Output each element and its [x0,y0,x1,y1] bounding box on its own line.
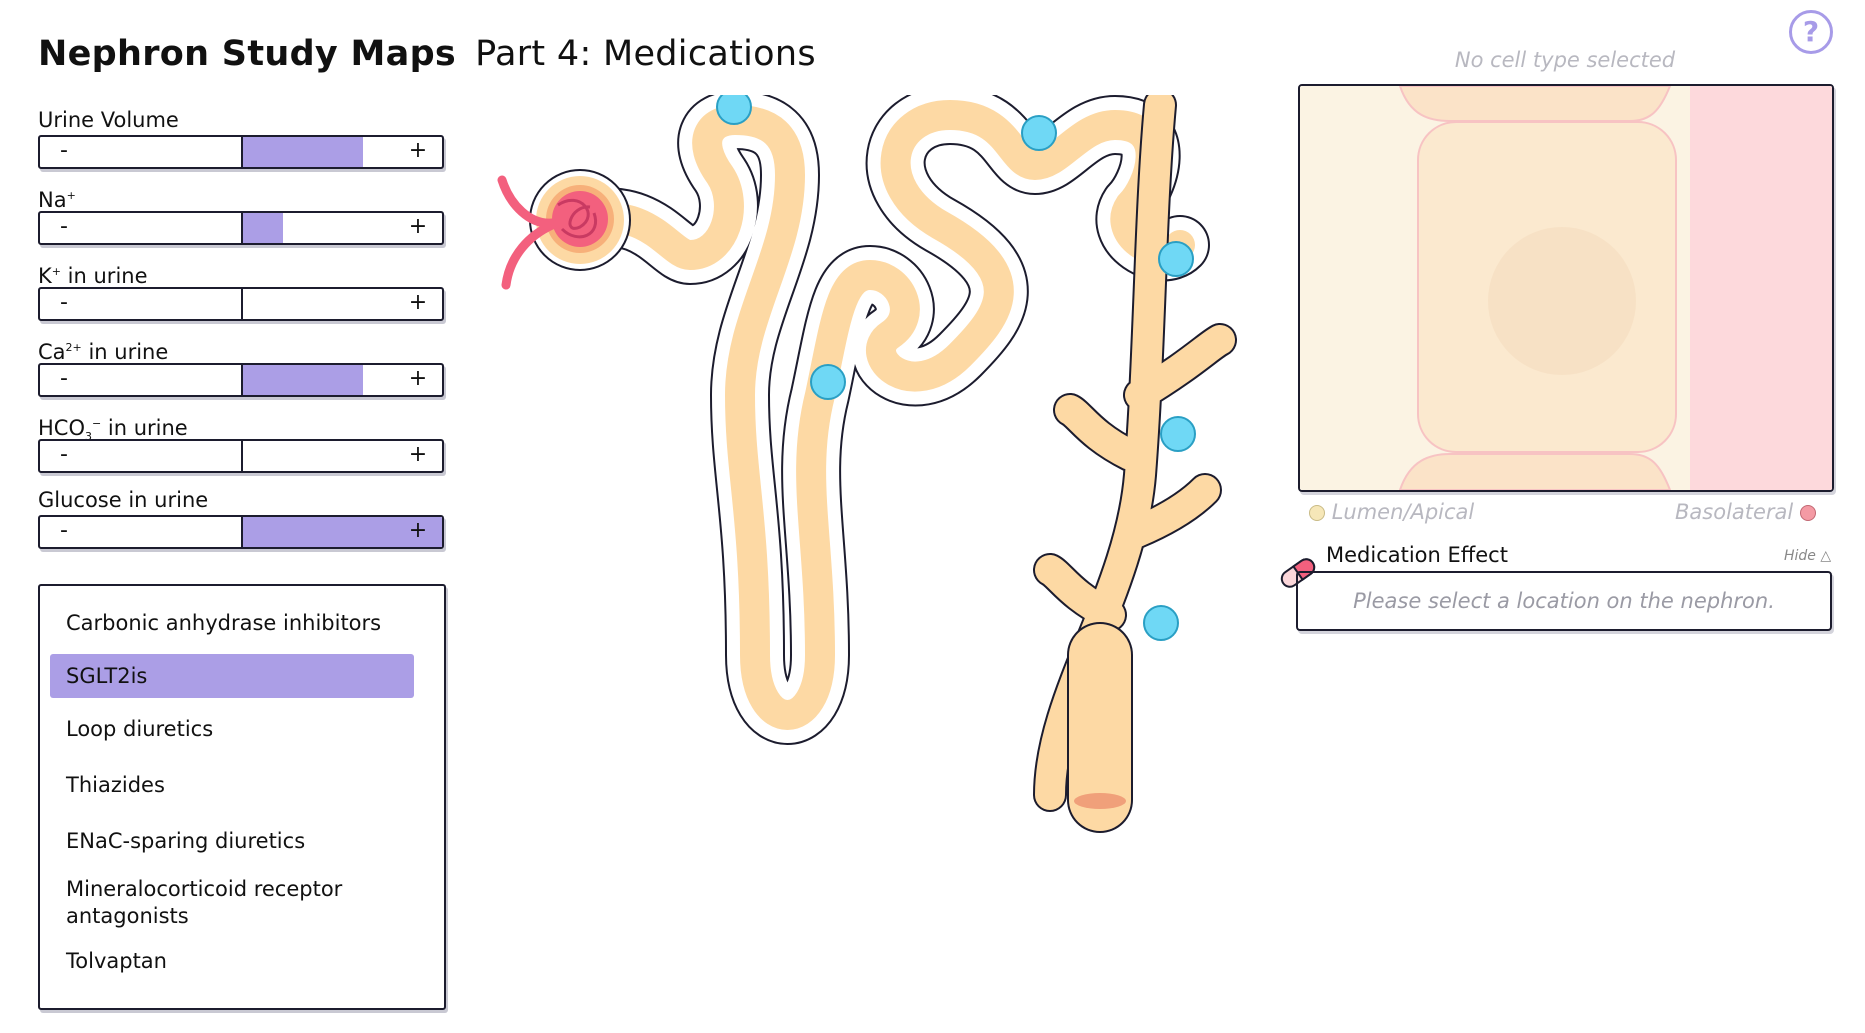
slider-center-line [241,365,243,395]
control-ca: Ca2+ in urine - + [38,333,444,397]
slider-center-line [241,517,243,547]
decrease-button[interactable]: - [60,442,68,467]
medication-list: Carbonic anhydrase inhibitors SGLT2is Lo… [38,584,446,1010]
increase-button[interactable]: + [408,442,428,467]
control-label: Na+ [38,188,76,212]
location-marker[interactable] [810,364,846,400]
location-marker[interactable] [1021,115,1057,151]
control-label: Urine Volume [38,108,179,132]
increase-button[interactable]: + [408,518,428,543]
nephron-diagram [497,95,1237,833]
effect-title: Medication Effect [1326,543,1508,567]
control-hco3: HCO3− in urine - + [38,409,444,473]
help-icon[interactable]: ? [1789,10,1833,54]
tubule [553,95,1210,745]
control-glucose: Glucose in urine - + [38,485,444,549]
control-k: K+ in urine - + [38,257,444,321]
increase-button[interactable]: + [408,290,428,315]
medication-item[interactable]: Carbonic anhydrase inhibitors [66,610,382,635]
control-label: K+ in urine [38,264,148,288]
slider-center-line [241,213,243,243]
decrease-button[interactable]: - [60,518,68,543]
lumen-label: Lumen/Apical [1331,500,1475,524]
medication-item[interactable]: Tolvaptan [66,948,167,973]
slider-fill [243,137,363,167]
ca-slider[interactable]: - + [38,363,444,397]
location-marker[interactable] [1158,241,1194,277]
effect-panel: Please select a location on the nephron. [1296,571,1832,631]
app-subtitle: Part 4: Medications [475,34,816,74]
decrease-button[interactable]: - [60,366,68,391]
collecting-duct [1033,95,1237,833]
decrease-button[interactable]: - [60,214,68,239]
location-marker[interactable] [716,95,752,125]
control-urine-volume: Urine Volume - + [38,105,444,169]
basolateral-label: Basolateral [1675,500,1794,524]
increase-button[interactable]: + [408,138,428,163]
location-marker[interactable] [1143,605,1179,641]
lumen-legend: Lumen/Apical [1309,500,1474,524]
cell-type-caption: No cell type selected [1454,48,1676,72]
cell-view [1298,84,1834,492]
hco3-slider[interactable]: - + [38,439,444,473]
slider-fill [243,517,442,547]
control-label: Glucose in urine [38,488,209,512]
lumen-dot [1309,505,1325,521]
app-title: Nephron Study Maps [38,34,457,74]
slider-center-line [241,137,243,167]
na-slider[interactable]: - + [38,211,444,245]
hide-toggle[interactable]: Hide △ [1784,548,1832,564]
page-title: Nephron Study Maps Part 4: Medications [38,34,816,74]
control-label: Ca2+ in urine [38,340,169,364]
slider-fill [243,213,283,243]
decrease-button[interactable]: - [60,290,68,315]
basolateral-dot [1799,505,1816,521]
medication-item[interactable]: Mineralocorticoid receptor antagonists [66,877,343,928]
medication-item[interactable]: ENaC-sparing diuretics [66,828,306,853]
slider-center-line [241,441,243,471]
location-markers [716,95,1196,641]
slider-center-line [241,289,243,319]
medication-item[interactable]: Thiazides [66,772,165,797]
cell-illustration [1300,86,1832,490]
control-na: Na+ - + [38,181,444,245]
glomerulus [497,169,631,290]
control-label: HCO3− in urine [38,416,188,444]
decrease-button[interactable]: - [60,138,68,163]
increase-button[interactable]: + [408,214,428,239]
medication-item-selected[interactable]: SGLT2is [50,654,414,698]
location-marker[interactable] [1160,416,1196,452]
urine-volume-slider[interactable]: - + [38,135,444,169]
effect-placeholder: Please select a location on the nephron. [1353,589,1775,613]
increase-button[interactable]: + [408,366,428,391]
k-slider[interactable]: - + [38,287,444,321]
slider-fill [243,365,363,395]
glucose-slider[interactable]: - + [38,515,444,549]
basolateral-legend: Basolateral [1675,500,1816,524]
medication-item[interactable]: Loop diuretics [66,716,214,741]
